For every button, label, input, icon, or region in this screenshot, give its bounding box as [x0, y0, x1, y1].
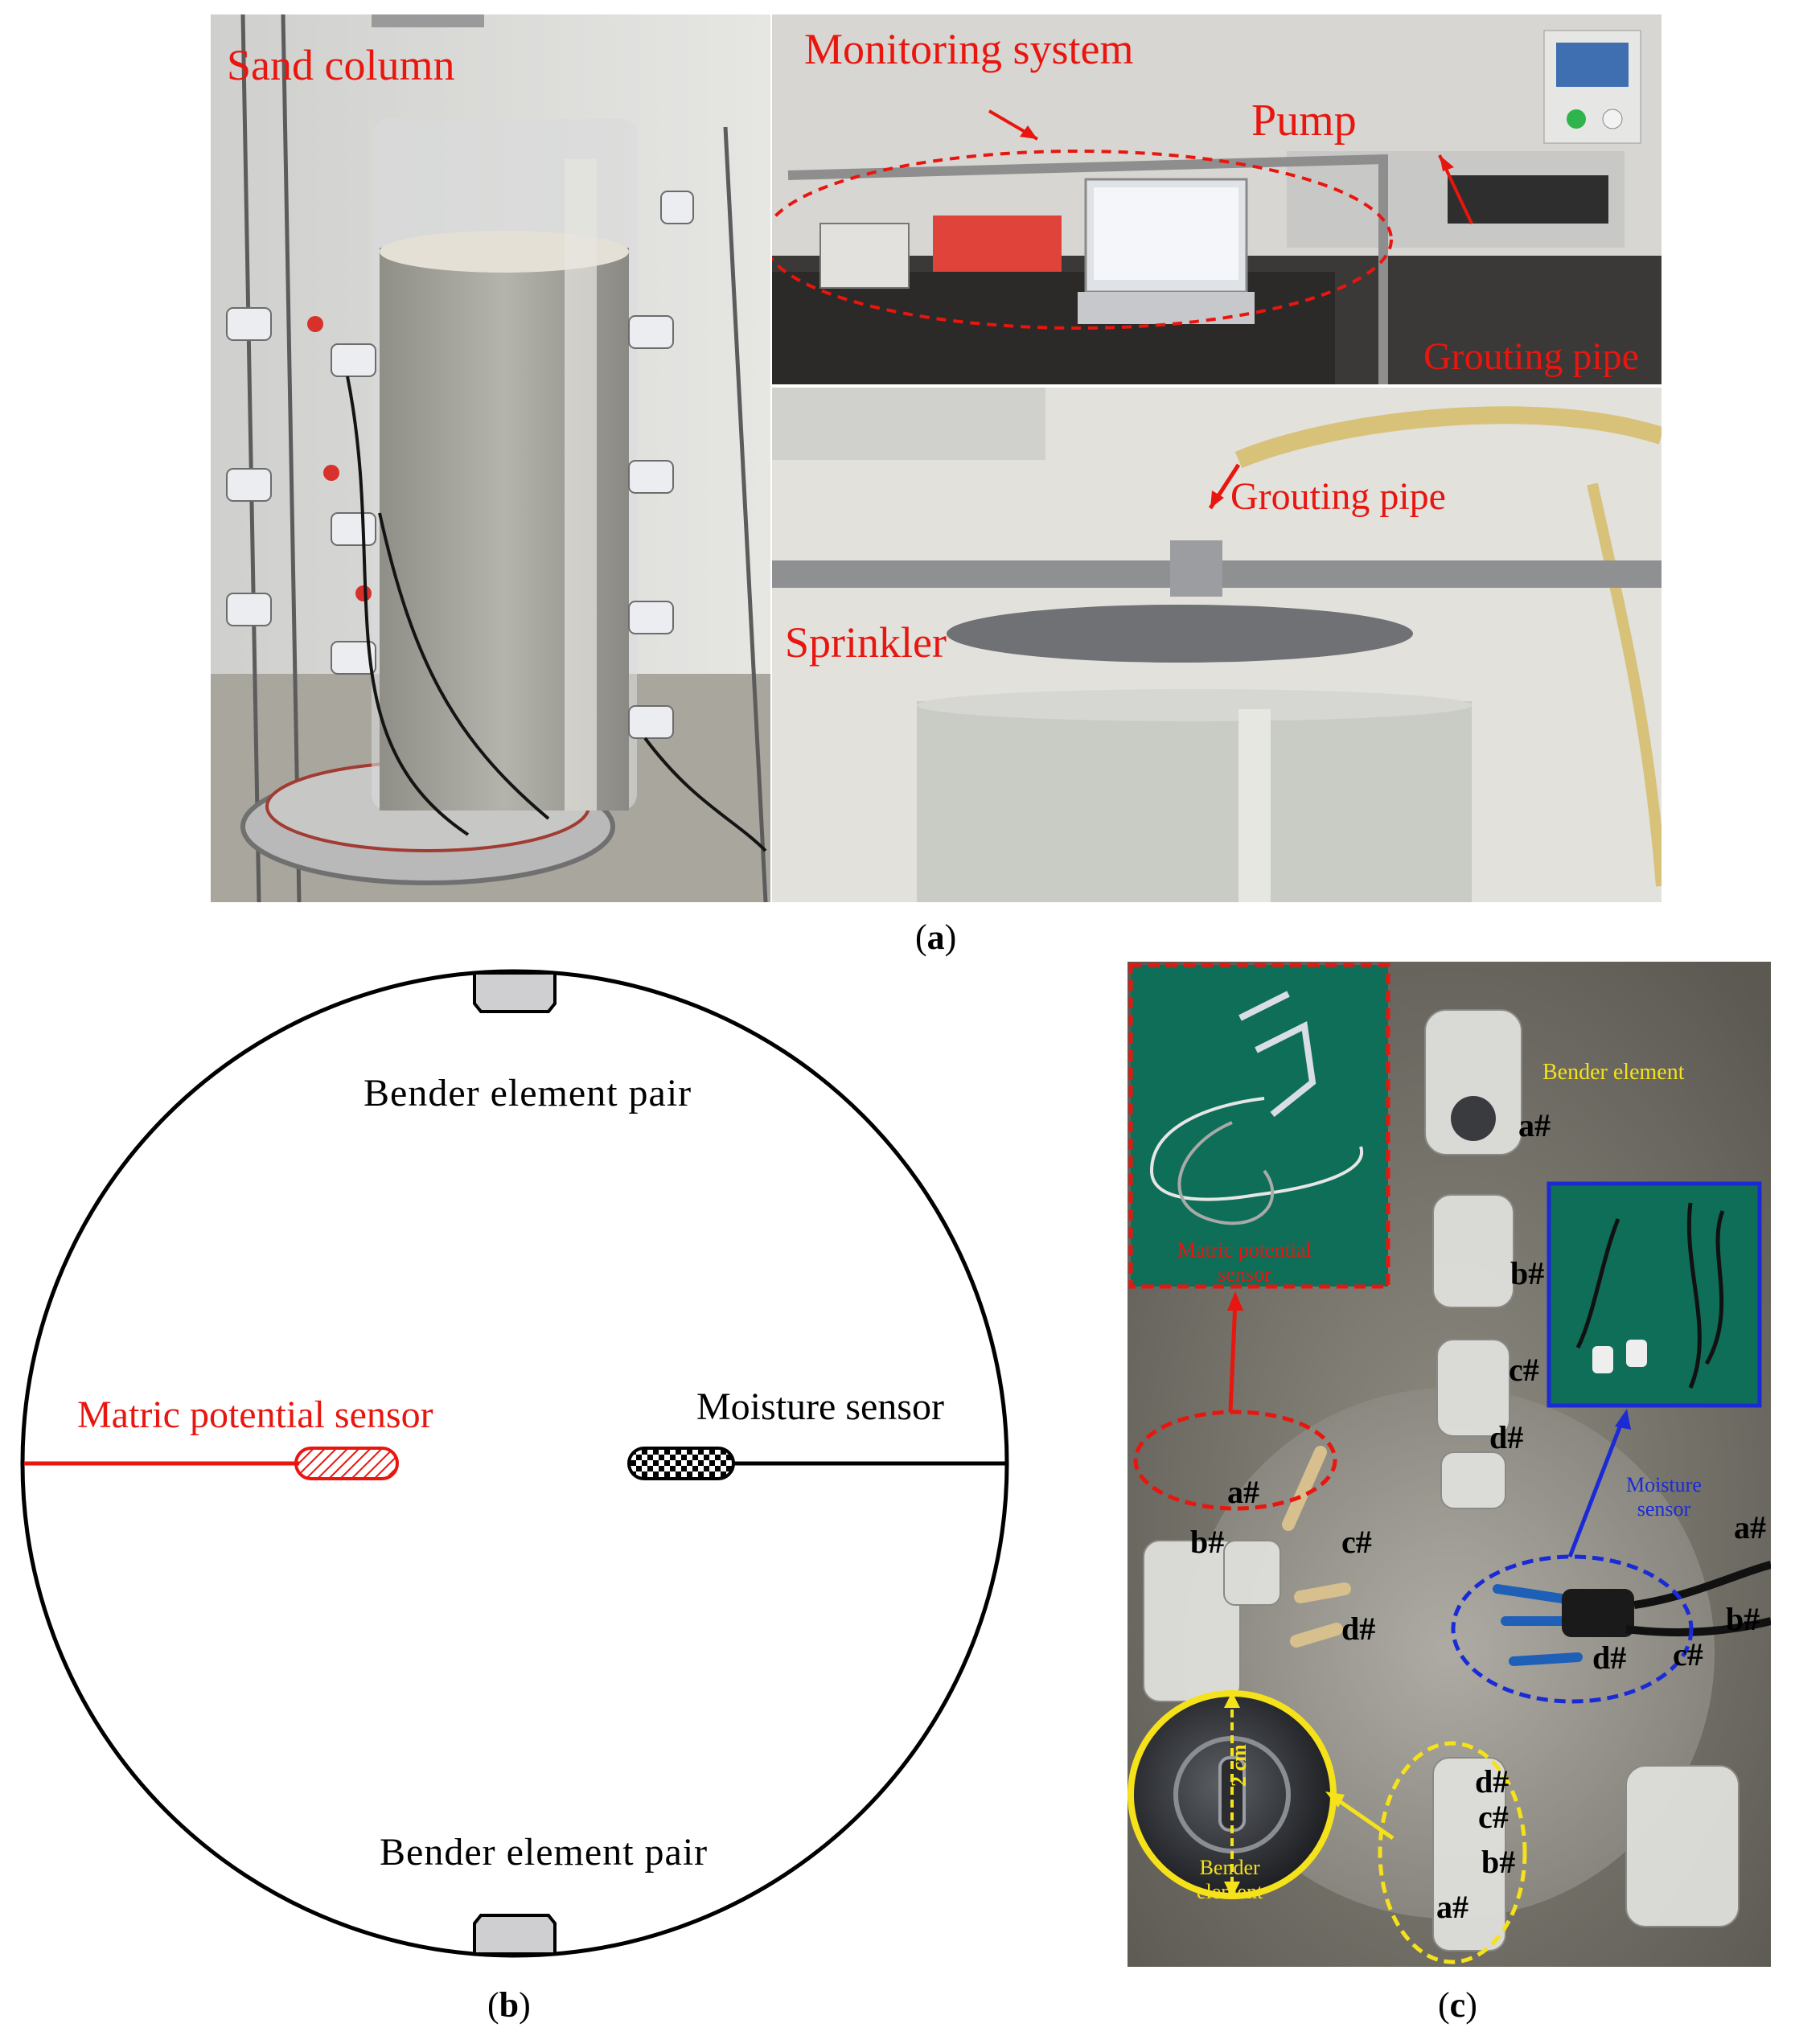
moisture-sensor-probe — [627, 1447, 735, 1480]
panel-a-monitoring-photo: Monitoring system Pump Grouting pipe — [772, 14, 1662, 384]
moisture-sensor-photo-label: Moisture sensor — [1626, 1473, 1702, 1521]
marker-right-d: d# — [1592, 1640, 1627, 1676]
marker-top-a: a# — [1518, 1107, 1551, 1143]
caption-b: (b) — [487, 1985, 531, 2025]
bender-element-label-bottom: Bender element — [1197, 1856, 1263, 1903]
matric-sensor-inset — [1128, 962, 1390, 1289]
panel-b-diagram: Bender element pair Bender element pair … — [0, 965, 1029, 1978]
panel-a-sand-column-photo: Sand column — [211, 14, 770, 902]
panel-c-photo: Bender element Matric potential sensor M… — [1128, 962, 1771, 1967]
grouting-pipe-label-top: Grouting pipe — [1423, 335, 1639, 378]
panel-a-sprinkler-photo: Grouting pipe Sprinkler — [772, 388, 1662, 902]
pump-label: Pump — [1251, 96, 1357, 146]
marker-bottom-c: c# — [1478, 1799, 1509, 1835]
moisture-sensor-label: Moisture sensor — [696, 1385, 944, 1428]
marker-right-c: c# — [1673, 1636, 1703, 1673]
marker-left-d: d# — [1341, 1611, 1376, 1647]
marker-right-a: a# — [1734, 1509, 1766, 1545]
marker-left-a: a# — [1227, 1474, 1259, 1510]
bender-element-highlight — [1378, 1741, 1527, 1964]
marker-left-b: b# — [1190, 1524, 1225, 1560]
sand-column-label: Sand column — [227, 41, 455, 89]
bender-pair-label-top: Bender element pair — [364, 1072, 692, 1114]
moisture-sensor-highlight — [1451, 1554, 1694, 1704]
monitoring-system-photo — [772, 14, 1662, 384]
caption-a: (a) — [915, 917, 957, 957]
monitoring-system-label: Monitoring system — [804, 25, 1134, 73]
bender-element-bottom — [473, 1914, 557, 1956]
two-cm-label: 2 cm — [1227, 1744, 1251, 1787]
matric-sensor-label: Matric potential sensor — [77, 1393, 433, 1436]
bender-element-top — [473, 971, 557, 1013]
sand-column-photo — [211, 14, 770, 902]
marker-left-c: c# — [1341, 1524, 1372, 1560]
moisture-sensor-inset — [1546, 1181, 1762, 1408]
matric-sensor-highlight — [1133, 1410, 1337, 1511]
sprinkler-label: Sprinkler — [785, 618, 947, 667]
caption-c: (c) — [1438, 1985, 1477, 2025]
sensor-installation-photo — [1128, 962, 1771, 1967]
marker-bottom-a: a# — [1436, 1889, 1468, 1925]
matric-sensor-probe — [294, 1447, 399, 1480]
bender-element-label-top: Bender element — [1542, 1060, 1685, 1085]
matric-inset-label: Matric potential sensor — [1177, 1238, 1312, 1286]
marker-bottom-b: b# — [1481, 1844, 1516, 1880]
bender-pair-label-bottom: Bender element pair — [380, 1831, 709, 1874]
marker-top-b: b# — [1510, 1255, 1545, 1291]
marker-top-d: d# — [1489, 1419, 1524, 1455]
marker-top-c: c# — [1509, 1352, 1539, 1388]
sprinkler-photo — [772, 388, 1662, 902]
grouting-pipe-label-bottom: Grouting pipe — [1230, 475, 1446, 518]
marker-bottom-d: d# — [1475, 1763, 1510, 1800]
sensor-layout-diagram — [20, 969, 1009, 1958]
marker-right-b: b# — [1726, 1601, 1760, 1637]
